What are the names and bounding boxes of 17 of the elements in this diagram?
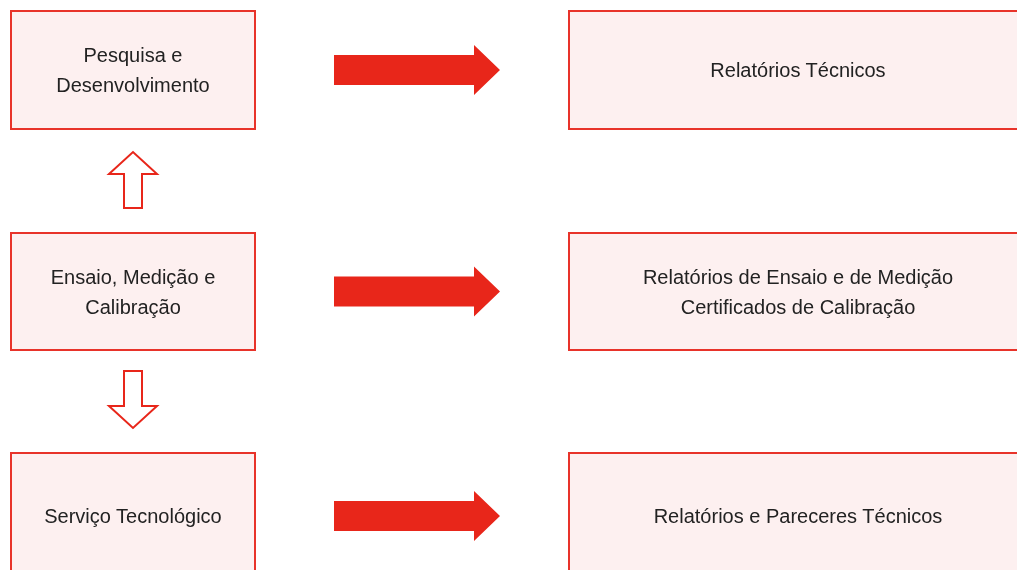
process-box [10, 232, 256, 351]
hollow-arrow [106, 150, 160, 209]
block-arrow [334, 266, 500, 317]
process-box [10, 10, 256, 130]
box-label: Relatórios e Pareceres Técnicos [653, 504, 943, 529]
block-arrow [334, 491, 500, 541]
box-label: Relatórios de Ensaio e de Medição Certificados de Calibração [641, 264, 955, 320]
process-box [568, 10, 1017, 130]
box-label: Pesquisa e Desenvolvimento [55, 43, 211, 98]
process-box [10, 452, 256, 570]
process-box [568, 232, 1017, 351]
hollow-arrow [106, 370, 160, 430]
box-label: Serviço Tecnológico [44, 504, 222, 529]
process-box [568, 452, 1017, 570]
box-label: Ensaio, Medição e Calibração [49, 264, 217, 320]
block-arrow [334, 45, 500, 95]
box-label: Relatórios Técnicos [710, 58, 886, 83]
